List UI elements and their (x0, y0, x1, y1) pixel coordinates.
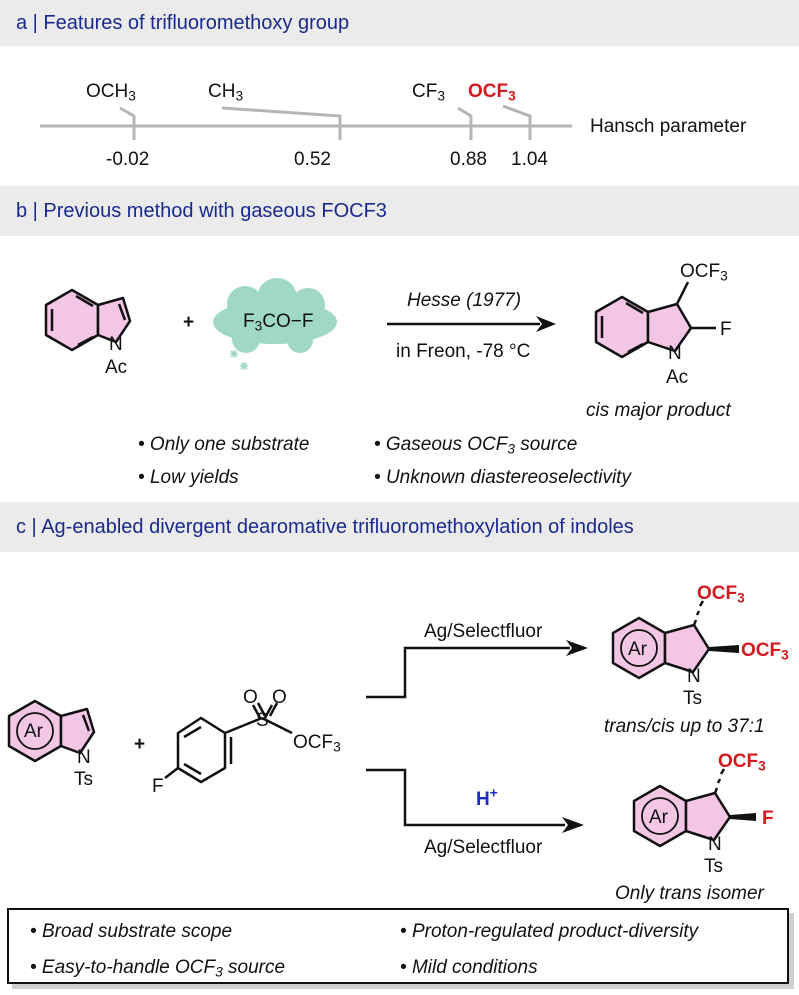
substrate-b-ac: Ac (105, 357, 128, 378)
value-cf3: 0.88 (450, 149, 487, 170)
lower-product-ts: Ts (704, 856, 723, 877)
value-och3: -0.02 (106, 149, 150, 170)
lower-product-ar: Ar (649, 807, 668, 828)
plus-b: + (183, 312, 195, 333)
product-b-caption: cis major product (586, 400, 731, 421)
group-ch3-label: CH3 (208, 81, 244, 104)
group-cf3-label: CF3 (412, 81, 445, 104)
section-c-header: c | Ag-enabled divergent dearomative tri… (0, 502, 799, 552)
conditions-top-b: Hesse (1977) (407, 290, 522, 311)
gas-cloud (213, 278, 337, 353)
group-och3-label: OCH3 (86, 81, 136, 104)
indoline-product-lower (632, 784, 732, 848)
arrow-lower (366, 768, 565, 827)
bullet-b-3: • Low yields (138, 467, 239, 488)
indoline-product-b (594, 281, 716, 359)
leader-ocf3 (502, 104, 532, 126)
substrate-c-ar: Ar (24, 721, 43, 742)
leader-cf3 (457, 106, 473, 126)
lower-product-n: N (708, 834, 722, 855)
reagent-f: F (152, 776, 164, 797)
indole-substrate-b (44, 288, 132, 352)
indoline-product-upper (611, 616, 711, 680)
bonds-lower-product (713, 768, 726, 794)
plus-c: + (134, 734, 146, 755)
leader-och3 (119, 106, 136, 126)
reagent-o1: O (243, 687, 258, 708)
upper-conditions: Ag/Selectfluor (424, 621, 543, 642)
arrowhead-lower (562, 817, 584, 833)
bullet-b-2: • Gaseous OCF3 source (374, 434, 578, 457)
section-a-title: a | Features of trifluoromethoxy group (16, 12, 350, 34)
product-b-n: N (668, 343, 682, 364)
snow-icons (230, 350, 248, 370)
aryl-sulfonate-reagent (164, 702, 293, 784)
value-ch3: 0.52 (294, 149, 331, 170)
hansch-scale (40, 104, 572, 140)
group-ocf3-label: OCF3 (468, 81, 516, 104)
lower-product-ocf3-top: OCF3 (718, 751, 766, 774)
wedge-lower (730, 813, 756, 821)
reagent-f3co-f: F3CO−F (243, 311, 314, 334)
summary-bullet-1: • Broad substrate scope (30, 921, 233, 942)
lower-product-caption: Only trans isomer (615, 883, 764, 904)
substrate-c-n: N (77, 747, 91, 768)
bullet-b-1: • Only one substrate (138, 434, 310, 455)
section-c-title: c | Ag-enabled divergent dearomative tri… (16, 516, 634, 538)
leader-ch3 (221, 106, 342, 126)
lower-conditions: Ag/Selectfluor (424, 837, 543, 858)
section-b-title: b | Previous method with gaseous FOCF3 (16, 200, 387, 222)
bonds-upper-product (692, 600, 705, 626)
reagent-ocf3: OCF3 (293, 732, 341, 755)
summary-bullet-4: • Mild conditions (400, 957, 538, 978)
arrow-b (387, 316, 556, 332)
summary-bullet-3: • Easy-to-handle OCF3 source (30, 957, 286, 980)
conditions-bottom-b: in Freon, -78 °C (396, 341, 531, 362)
lower-product-f: F (762, 808, 774, 829)
reagent-o2: O (272, 687, 287, 708)
upper-product-ocf3-top: OCF3 (697, 583, 745, 606)
product-b-ac: Ac (666, 367, 689, 388)
arrowhead-upper (566, 640, 588, 656)
product-b-ocf3: OCF3 (680, 261, 728, 284)
section-b-header: b | Previous method with gaseous FOCF3 (0, 186, 799, 236)
upper-product-ocf3-side: OCF3 (741, 640, 789, 663)
upper-product-n: N (687, 666, 701, 687)
indole-substrate-c (7, 699, 96, 763)
product-b-f: F (720, 319, 732, 340)
reagent-s: S (256, 710, 269, 731)
substrate-c-ts: Ts (74, 769, 93, 790)
upper-product-ar: Ar (628, 639, 647, 660)
bullet-b-4: • Unknown diastereoselectivity (374, 467, 631, 488)
substrate-b-n: N (109, 334, 123, 355)
upper-product-caption: trans/cis up to 37:1 (604, 716, 765, 737)
section-a-header: a | Features of trifluoromethoxy group (0, 0, 799, 46)
value-ocf3: 1.04 (511, 149, 548, 170)
hansch-axis-label: Hansch parameter (590, 116, 747, 137)
summary-bullet-2: • Proton-regulated product-diversity (400, 921, 699, 942)
arrow-upper (366, 646, 570, 699)
summary-box (7, 908, 789, 984)
lower-additive: H+ (476, 785, 498, 810)
upper-product-ts: Ts (683, 688, 702, 709)
wedge-upper (709, 645, 739, 653)
